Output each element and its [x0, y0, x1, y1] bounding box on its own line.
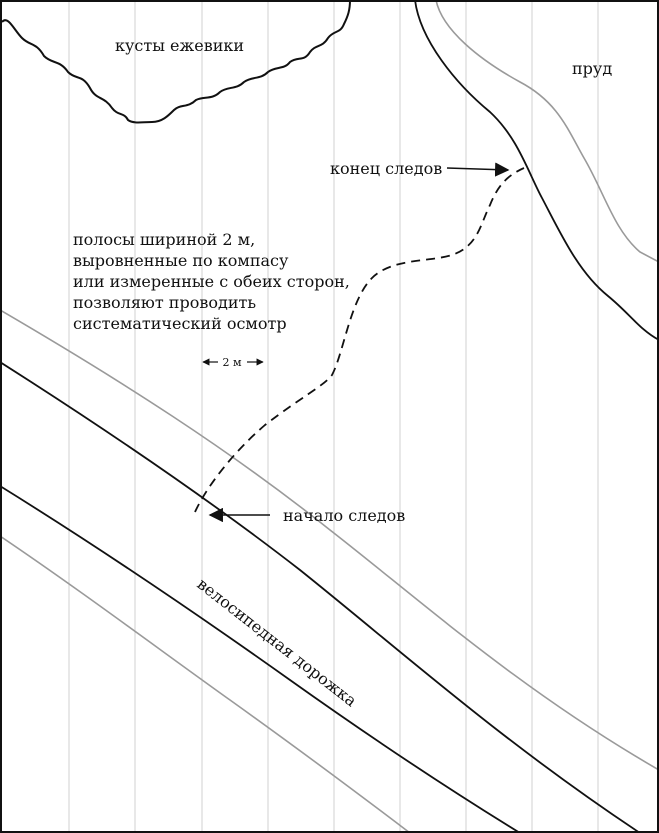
bike-path-edge-bottom — [0, 485, 521, 833]
bike-path-outer-grey-top — [0, 309, 659, 771]
strips-text-line-1: полосы шириной 2 м, — [73, 230, 255, 249]
track-end-arrow — [446, 162, 510, 177]
search-strip-lines — [68, 0, 599, 833]
width-marker-label: 2 м — [222, 356, 241, 369]
strips-text-line-3: или измеренные с обеих сторон, — [73, 272, 350, 291]
bike-path-label: велосипедная дорожка — [194, 574, 361, 710]
strips-text-line-4: позволяют проводить — [73, 293, 256, 312]
tracks-dashed-path — [194, 167, 525, 513]
strips-explanation-text: полосы шириной 2 м, выровненные по компа… — [73, 230, 350, 333]
bramble-bushes-outline — [1, 0, 351, 124]
pond-edge — [414, 0, 659, 341]
track-end-label: конец следов — [330, 159, 442, 178]
bike-path-edge-top — [0, 361, 641, 833]
bike-path-outer-grey-bottom — [0, 535, 411, 833]
pond-shoreline-grey — [435, 0, 659, 263]
strips-text-line-5: систематический осмотр — [73, 314, 287, 333]
bushes-label: кусты ежевики — [115, 36, 244, 55]
track-start-label: начало следов — [283, 506, 405, 525]
strips-text-line-2: выровненные по компасу — [73, 251, 289, 270]
pond-label: пруд — [572, 59, 612, 78]
